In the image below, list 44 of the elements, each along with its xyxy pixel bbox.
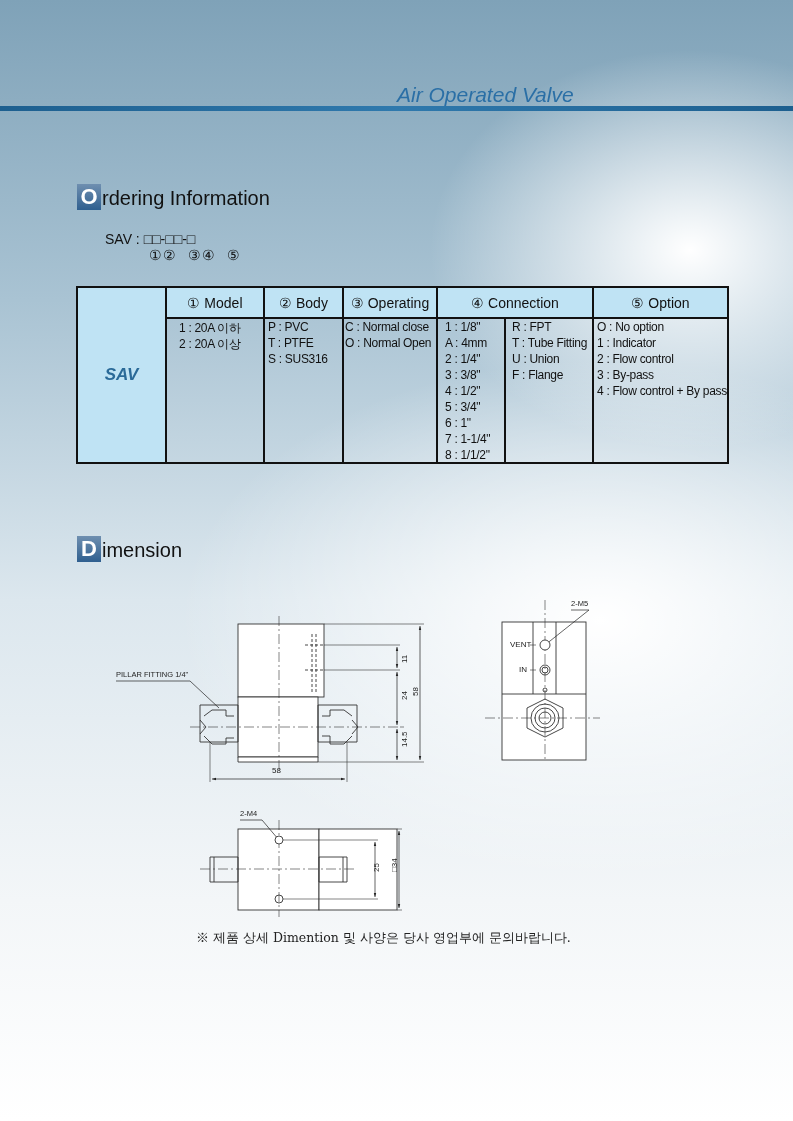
threaded-hole	[274, 835, 284, 845]
table-cell-text: 5 : 3/4"	[445, 400, 481, 414]
table-cell-text: T : PTFE	[268, 336, 314, 350]
port-label: VENT	[510, 640, 532, 649]
table-cell-text: C : Normal close	[345, 320, 429, 334]
table-cell-text: 6 : 1"	[445, 416, 471, 430]
table-cell-text: 7 : 1-1/4"	[445, 432, 491, 446]
leader-line	[548, 609, 590, 643]
table-cell-text: 2 : Flow control	[597, 352, 674, 366]
table-cell-text: U : Union	[512, 352, 560, 366]
table-cell-text: 2 : 1/4"	[445, 352, 481, 366]
table-cell-text: 1 : Indicator	[597, 336, 656, 350]
table-cell-text: 2 : 20A 이상	[179, 336, 241, 353]
threaded-hole	[539, 639, 551, 651]
table-cell-text: 1 : 20A 이하	[179, 320, 241, 337]
dimension-value: □34	[390, 858, 399, 872]
page-title: Air Operated Valve	[397, 83, 574, 107]
dimension-value: 58	[272, 766, 281, 775]
leader-line	[239, 819, 277, 838]
series-cell: SAV	[77, 287, 166, 463]
table-cell-text: S : SUS316	[268, 352, 328, 366]
table-cell-text: 8 : 1/1/2"	[445, 448, 490, 462]
table-cell-text: 4 : 1/2"	[445, 384, 481, 398]
table-cell-text: 3 : 3/8"	[445, 368, 481, 382]
table-cell-text: 1 : 1/8"	[445, 320, 481, 334]
dimension-value: 11	[400, 654, 409, 663]
table-cell-text: 4 : Flow control + By pass	[597, 384, 727, 398]
note-text: ※ 제품 상세 Dimention 및 사양은 당사 영업부에 문의바랍니다.	[196, 930, 571, 947]
dimension-value: 24	[400, 691, 409, 700]
table-cell-text: P : PVC	[268, 320, 309, 334]
table-cell-text: O : No option	[597, 320, 664, 334]
leader-line	[115, 680, 220, 709]
dimension-value: 25	[372, 863, 381, 872]
table-cell-text: A : 4mm	[445, 336, 487, 350]
table-cell-text: 3 : By-pass	[597, 368, 654, 382]
position-numbers: ①② ③④ ⑤	[149, 247, 241, 263]
dimension-value: 14.5	[400, 731, 409, 747]
table-cell-text: T : Tube Fitting	[512, 336, 588, 350]
table-cell-text: F : Flange	[512, 368, 564, 382]
table-cell-text: O : Normal Open	[345, 336, 432, 350]
dimension-value: 58	[411, 687, 420, 696]
port-label: IN	[519, 665, 527, 674]
ordering-code: SAV : □□-□□-□	[105, 231, 196, 247]
table-cell-text: R : FPT	[512, 320, 552, 334]
